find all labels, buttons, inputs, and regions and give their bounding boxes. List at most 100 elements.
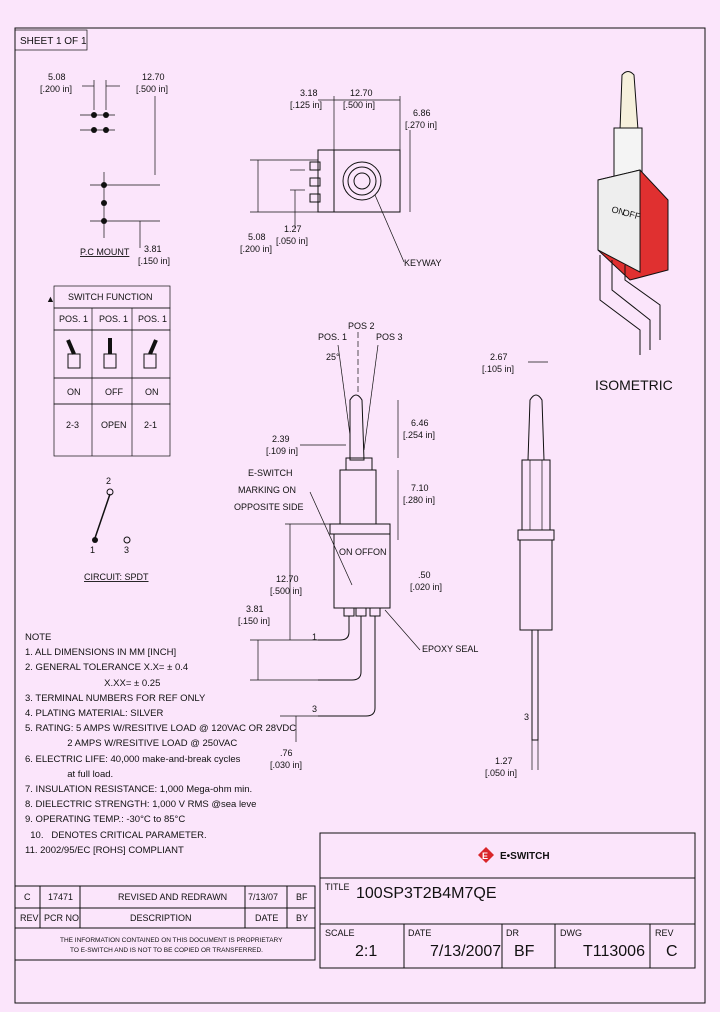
dim-686-in: [.270 in] bbox=[405, 120, 437, 130]
dim-267: 2.67 bbox=[490, 352, 508, 362]
desc-cell: REVISED AND REDRAWN bbox=[118, 892, 227, 902]
front-term-3: 3 bbox=[312, 704, 317, 714]
side-view: 2.67 [.105 in] 3 1.27 [.050 in] bbox=[482, 352, 555, 778]
note-line: 1. ALL DIMENSIONS IN MM [INCH] bbox=[25, 647, 177, 659]
pos3-label: POS 3 bbox=[376, 332, 403, 342]
rev-value: C bbox=[666, 943, 678, 960]
toggle-center-icon bbox=[103, 338, 117, 369]
scale-label: SCALE bbox=[325, 928, 355, 938]
dim-1270b: 12.70 bbox=[350, 88, 373, 98]
revision-block: C 17471 REVISED AND REDRAWN 7/13/07 BF R… bbox=[14, 885, 316, 961]
note-line: X.XX= ± 0.25 bbox=[25, 677, 161, 689]
sheet-label: SHEET 1 OF 1 bbox=[20, 36, 87, 47]
sf-conn-1: 2-3 bbox=[66, 420, 79, 430]
dwg-value: T113006 bbox=[583, 943, 645, 960]
h-desc: DESCRIPTION bbox=[130, 913, 192, 923]
front-term-1: 1 bbox=[312, 632, 317, 642]
pc-mount-view: 5.08 [.200 in] 12.70 [.500 in] P.C MOUNT… bbox=[40, 72, 170, 266]
scale-value: 2:1 bbox=[355, 943, 377, 960]
dim-508b-in: [.200 in] bbox=[240, 244, 272, 254]
epoxy-seal-label: EPOXY SEAL bbox=[422, 644, 478, 654]
circuit-diagram: 2 1 3 CIRCUIT: SPDT bbox=[84, 476, 149, 582]
notes-list: NOTE 1. ALL DIMENSIONS IN MM [INCH] 2. G… bbox=[25, 630, 325, 858]
dim-508: 5.08 bbox=[48, 72, 66, 82]
front-off: OFF bbox=[355, 547, 373, 557]
note-line: 2. GENERAL TOLERANCE X.X= ± 0.4 bbox=[25, 662, 189, 674]
disclaimer-2: TO E-SWITCH AND IS NOT TO BE COPIED OR T… bbox=[70, 947, 263, 954]
date-cell: 7/13/07 bbox=[248, 892, 278, 902]
dim-1270a: 12.70 bbox=[142, 72, 165, 82]
toggle-left-icon bbox=[66, 339, 81, 369]
pos2-label: POS 2 bbox=[348, 321, 375, 331]
toggle-right-icon bbox=[143, 339, 158, 369]
h-rev: REV bbox=[20, 913, 39, 923]
note-line: 8. DIELECTRIC STRENGTH: 1,000 V RMS @sea… bbox=[25, 799, 257, 811]
dwg-label: DWG bbox=[560, 928, 582, 938]
circuit-term-1: 1 bbox=[90, 545, 95, 555]
brand-text: E•SWITCH bbox=[500, 851, 550, 862]
dim-1270c-in: [.500 in] bbox=[270, 586, 302, 596]
dim-710-in: [.280 in] bbox=[403, 495, 435, 505]
front-on-1: ON bbox=[339, 547, 353, 557]
rev-label: REV bbox=[655, 928, 674, 938]
pos1-label: POS. 1 bbox=[318, 332, 347, 342]
dim-239: 2.39 bbox=[272, 434, 290, 444]
pcr-cell: 17471 bbox=[48, 892, 73, 902]
marking-label-1: E-SWITCH bbox=[248, 468, 293, 478]
svg-text:E: E bbox=[482, 851, 488, 861]
dim-76-in: [.030 in] bbox=[270, 760, 302, 770]
svg-text:▲: ▲ bbox=[46, 294, 55, 304]
angle-label: 25° bbox=[326, 352, 340, 362]
marking-label-2: MARKING ON bbox=[238, 485, 296, 495]
date-label: DATE bbox=[408, 928, 431, 938]
note-line: 4. PLATING MATERIAL: SILVER bbox=[25, 708, 164, 720]
dim-508b: 5.08 bbox=[248, 232, 266, 242]
pc-mount-label: P.C MOUNT bbox=[80, 247, 130, 257]
sf-state-1: ON bbox=[67, 387, 81, 397]
note-line: 3. TERMINAL NUMBERS FOR REF ONLY bbox=[25, 692, 206, 704]
dim-381b: 3.81 bbox=[246, 604, 264, 614]
dim-318: 3.18 bbox=[300, 88, 318, 98]
dim-381a: 3.81 bbox=[144, 244, 162, 254]
dim-508-in: [.200 in] bbox=[40, 84, 72, 94]
switch-function-table: ▲ SWITCH FUNCTION POS. 1 POS. 1 POS. 1 O… bbox=[46, 285, 171, 457]
dim-127b-in: [.050 in] bbox=[485, 768, 517, 778]
isometric-label: ISOMETRIC bbox=[595, 377, 673, 393]
svg-text:ON: ON bbox=[610, 204, 626, 217]
dim-239-in: [.109 in] bbox=[266, 446, 298, 456]
sf-conn-3: 2-1 bbox=[144, 420, 157, 430]
svg-text:OFF: OFF bbox=[621, 207, 641, 221]
by-cell: BF bbox=[296, 892, 308, 902]
sf-state-3: ON bbox=[145, 387, 159, 397]
dim-646-in: [.254 in] bbox=[403, 430, 435, 440]
note-line: 2 AMPS W/RESITIVE LOAD @ 250VAC bbox=[25, 738, 238, 750]
switch-function-title: SWITCH FUNCTION bbox=[68, 292, 153, 302]
dim-1270c: 12.70 bbox=[276, 574, 299, 584]
note-line: 6. ELECTRIC LIFE: 40,000 make-and-break … bbox=[25, 753, 241, 765]
circuit-term-2: 2 bbox=[106, 476, 111, 486]
note-line: 10. DENOTES CRITICAL PARAMETER. bbox=[25, 829, 207, 841]
dr-value: BF bbox=[514, 943, 535, 960]
title-block: E E•SWITCH TITLE 100SP3T2B4M7QE SCALE 2:… bbox=[319, 832, 696, 969]
circuit-term-3: 3 bbox=[124, 545, 129, 555]
dim-1270a-in: [.500 in] bbox=[136, 84, 168, 94]
dim-381a-in: [.150 in] bbox=[138, 256, 170, 266]
rev-cell: C bbox=[24, 892, 31, 902]
dim-127a: 1.27 bbox=[284, 224, 302, 234]
note-line: 11. 2002/95/EC [ROHS] COMPLIANT bbox=[25, 844, 184, 856]
dim-267-in: [.105 in] bbox=[482, 364, 514, 374]
dim-127b: 1.27 bbox=[495, 756, 513, 766]
sf-state-2: OFF bbox=[105, 387, 123, 397]
dim-50-in: [.020 in] bbox=[410, 582, 442, 592]
note-line: at full load. bbox=[25, 768, 114, 780]
h-by: BY bbox=[296, 913, 308, 923]
front-on-2: ON bbox=[373, 547, 387, 557]
keyway-label: KEYWAY bbox=[404, 258, 442, 268]
top-view: 3.18 [.125 in] 12.70 [.500 in] 6.86 [.27… bbox=[240, 88, 442, 268]
note-line: NOTE bbox=[25, 632, 52, 643]
date-value: 7/13/2007 bbox=[430, 943, 501, 960]
isometric-view: ON OFF ISOMETRIC bbox=[595, 71, 673, 393]
sf-conn-2: OPEN bbox=[101, 420, 127, 430]
dim-76: .76 bbox=[280, 748, 293, 758]
